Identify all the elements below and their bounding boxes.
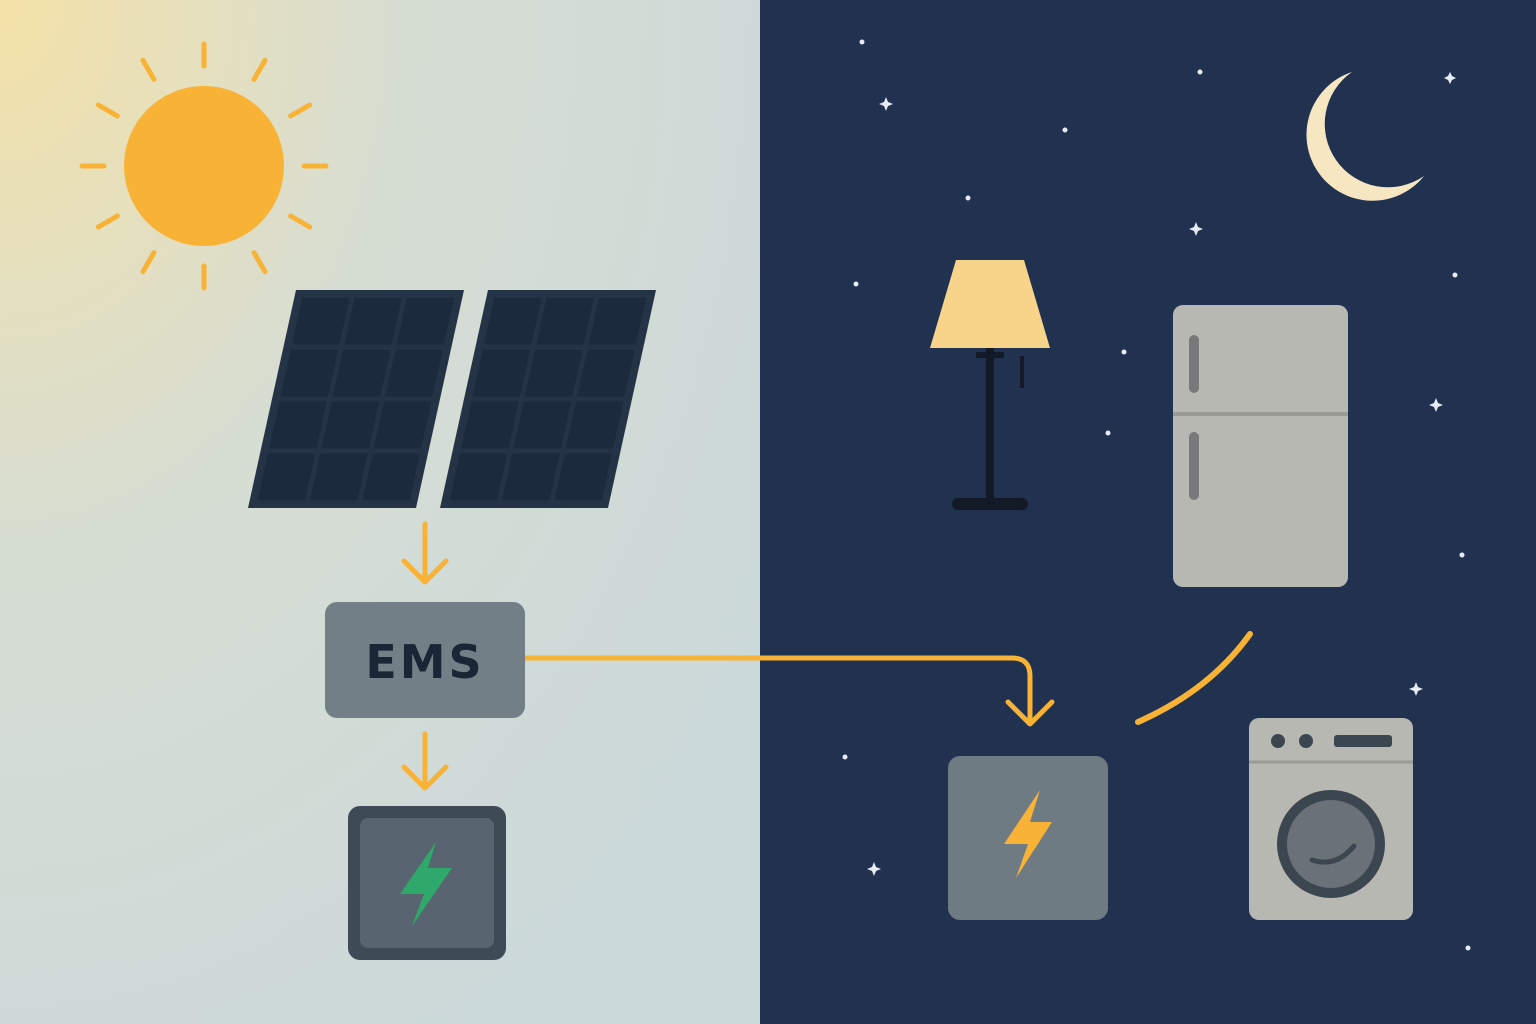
appliance-connector-line bbox=[1135, 631, 1253, 725]
lightning-bolt-icon bbox=[1004, 790, 1052, 878]
star-dot bbox=[1465, 945, 1471, 951]
floor-lamp-icon bbox=[930, 260, 1050, 510]
arrow-down-icon bbox=[401, 731, 449, 791]
panel-cell bbox=[257, 453, 316, 500]
panel-cell bbox=[554, 453, 613, 500]
sun-ray bbox=[251, 57, 268, 82]
panel-cell bbox=[291, 298, 350, 345]
panel-cell bbox=[513, 401, 572, 449]
panel-cell bbox=[588, 298, 647, 345]
energy-flow-line bbox=[522, 655, 1055, 727]
arrow-down-icon bbox=[401, 521, 449, 585]
panel-cell bbox=[502, 453, 560, 500]
sun-ray bbox=[95, 102, 120, 119]
star-dot bbox=[842, 754, 848, 760]
star-dot bbox=[859, 39, 865, 45]
panel-cell bbox=[385, 349, 443, 397]
sun-ray bbox=[288, 102, 313, 119]
panel-cell bbox=[524, 349, 583, 397]
star-dot bbox=[1452, 272, 1458, 278]
sun-ray bbox=[95, 213, 120, 230]
star-dot bbox=[1459, 552, 1465, 558]
sun-ray bbox=[251, 250, 268, 275]
panel-cell bbox=[461, 401, 519, 449]
panel-cell bbox=[344, 298, 402, 345]
ems-label: EMS bbox=[365, 635, 484, 689]
star-dot bbox=[1062, 127, 1068, 133]
star-icon bbox=[1189, 222, 1203, 236]
sun-ray bbox=[140, 57, 157, 82]
arrow-down-icon bbox=[1005, 699, 1055, 727]
panel-cell bbox=[332, 349, 391, 397]
sun-icon bbox=[79, 41, 329, 291]
sun-ray bbox=[288, 213, 313, 230]
panel-cell bbox=[565, 401, 624, 449]
washing-machine-icon bbox=[1249, 718, 1413, 920]
star-icon bbox=[867, 862, 881, 876]
panel-cell bbox=[449, 453, 508, 500]
battery-discharging-icon bbox=[948, 756, 1108, 920]
battery-charging-icon bbox=[348, 806, 506, 960]
stars bbox=[842, 39, 1471, 951]
sun-ray bbox=[140, 250, 157, 275]
moon-icon bbox=[1306, 72, 1424, 201]
solar-panel-icon bbox=[248, 290, 464, 508]
panel-cell bbox=[373, 401, 432, 449]
star-icon bbox=[1444, 72, 1456, 84]
star-dot bbox=[1197, 69, 1203, 75]
lightning-bolt-icon bbox=[400, 842, 452, 926]
panel-cell bbox=[269, 401, 327, 449]
panel-cell bbox=[472, 349, 531, 397]
star-dot bbox=[1105, 430, 1111, 436]
star-icon bbox=[1429, 398, 1443, 412]
panel-cell bbox=[396, 298, 455, 345]
solar-panel-icon bbox=[440, 290, 656, 508]
star-dot bbox=[1121, 349, 1127, 355]
panel-cell bbox=[577, 349, 635, 397]
panel-cell bbox=[536, 298, 594, 345]
panel-cell bbox=[280, 349, 339, 397]
star-dot bbox=[965, 195, 971, 201]
refrigerator-icon bbox=[1173, 305, 1348, 587]
panel-cell bbox=[362, 453, 421, 500]
panel-cell bbox=[321, 401, 380, 449]
panel-cell bbox=[483, 298, 542, 345]
star-icon bbox=[1409, 682, 1423, 696]
star-dot bbox=[853, 281, 859, 287]
panel-cell bbox=[310, 453, 368, 500]
star-icon bbox=[879, 97, 893, 111]
ems-box: EMS bbox=[325, 602, 525, 718]
